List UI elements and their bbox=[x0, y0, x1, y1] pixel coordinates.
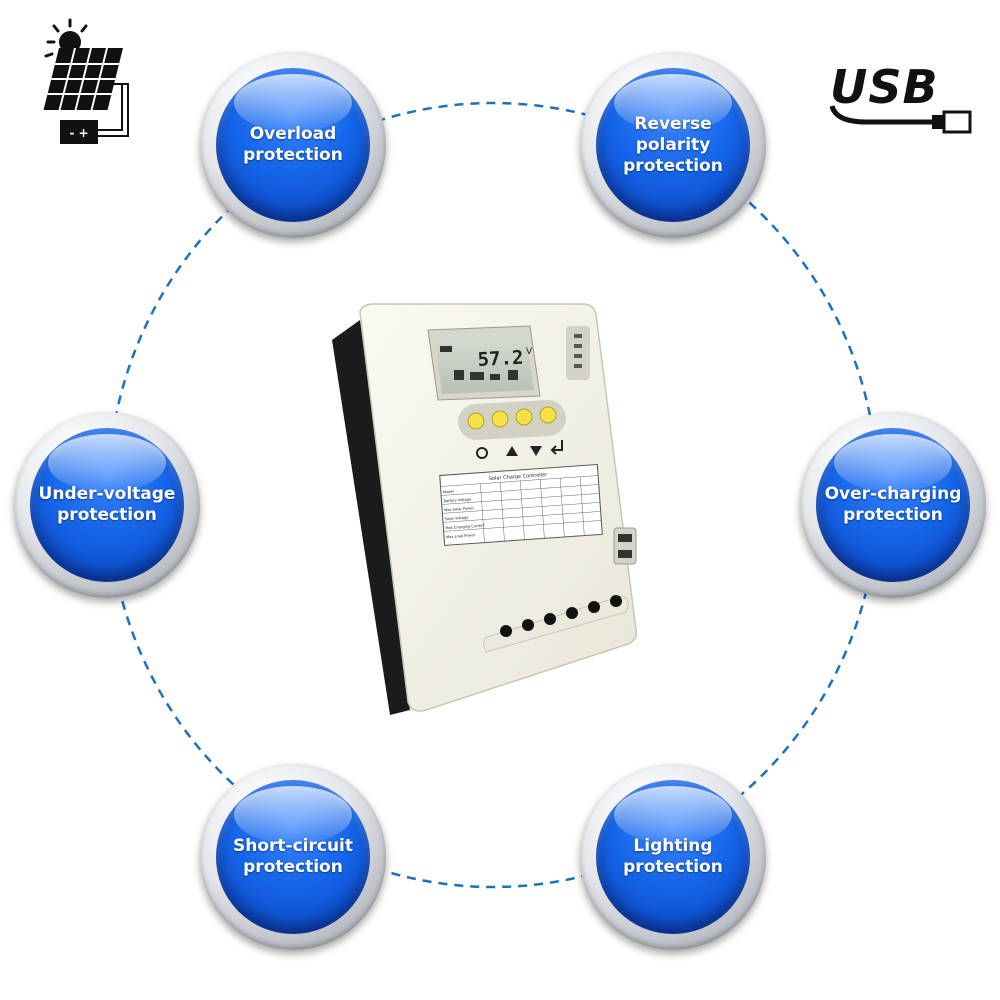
spec-label-title: Solar Charge Controller bbox=[489, 472, 549, 482]
spec-row-solar-voltage: Solar Voltage bbox=[445, 516, 470, 522]
badge-lighting: Lighting protection bbox=[580, 764, 766, 950]
usb-logo-text: USB bbox=[830, 60, 939, 114]
spec-row-max-charging-current: Max.Charging Current bbox=[445, 523, 485, 530]
badge-over-charging: Over-charging protection bbox=[800, 412, 986, 598]
spec-row-model: Model bbox=[443, 490, 454, 495]
spec-label: Solar Charge Controller Model Batt bbox=[439, 463, 603, 546]
usb-plug-icon bbox=[829, 105, 972, 134]
badge-short-circuit: Short-circuit protection bbox=[200, 764, 386, 950]
badge-under-voltage: Under-voltage protection bbox=[14, 412, 200, 598]
down-arrow-icon bbox=[530, 446, 542, 456]
battery-symbol: - + bbox=[69, 126, 88, 140]
gear-icon bbox=[476, 447, 488, 459]
terminal-holes bbox=[500, 595, 622, 637]
badge-reverse-polarity: Reverse polarity protection bbox=[580, 52, 766, 238]
sun-icon bbox=[44, 18, 88, 58]
usb-ports[interactable] bbox=[613, 527, 637, 565]
spec-row-battery-voltage: Battery Voltage bbox=[443, 497, 472, 503]
badge-label: Under-voltage protection bbox=[38, 484, 176, 525]
status-indicator-panel bbox=[566, 326, 590, 380]
device-illustration: 57.2 V bbox=[332, 303, 638, 715]
down-button[interactable] bbox=[515, 408, 533, 426]
spec-row-max-load-power: Max.Load Power bbox=[446, 533, 476, 539]
badge-label: Lighting protection bbox=[623, 836, 723, 877]
menu-button[interactable] bbox=[467, 412, 485, 430]
charge-controller-device: 57.2 V bbox=[330, 300, 660, 720]
up-button[interactable] bbox=[491, 410, 509, 428]
badge-overload: Overload protection bbox=[200, 52, 386, 238]
enter-button[interactable] bbox=[539, 406, 557, 424]
spec-row-max-solar-power: Max.Solar Power bbox=[444, 506, 474, 512]
badge-label: Short-circuit protection bbox=[232, 836, 353, 877]
usb-logo: USB bbox=[826, 60, 986, 140]
up-arrow-icon bbox=[506, 446, 518, 456]
lcd-unit: V bbox=[526, 347, 533, 357]
badge-label: Overload protection bbox=[243, 124, 343, 165]
enter-icon bbox=[550, 440, 563, 455]
lcd-reading: 57.2 bbox=[477, 347, 524, 371]
battery-icon: - + bbox=[60, 120, 98, 144]
solar-panel-icon: - + bbox=[43, 18, 129, 144]
badge-label: Over-charging protection bbox=[824, 484, 962, 525]
badge-label: Reverse polarity protection bbox=[623, 113, 723, 176]
